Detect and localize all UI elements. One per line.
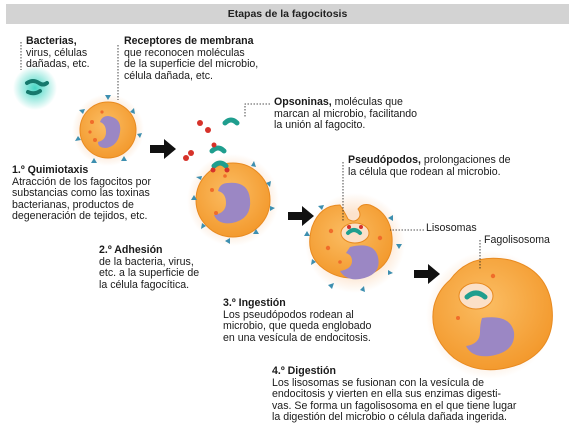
opsoninas-label: Opsoninas, moléculas que marcan al micro… — [274, 96, 418, 132]
step-4-line: endocitosis y vierten en ella sus enzima… — [272, 388, 502, 401]
pseudopodos-title: Pseudópodos, — [348, 154, 421, 166]
phagocyte-stage-2 — [187, 154, 279, 246]
step-1-line: Atracción de los fagocitos por — [12, 175, 151, 188]
phagocyte-stage-4 — [426, 251, 554, 379]
step-1-title: 1.º Quimiotaxis — [12, 164, 89, 176]
receptores-title: Receptores de membrana — [124, 35, 254, 47]
receptores-line: de la superficie del microbio, — [124, 58, 259, 71]
step-4-line: vas. Se forma un fagolisosoma en el que … — [272, 399, 517, 412]
pseudopodos-first: prolongaciones de — [420, 154, 511, 166]
phagocyte-stage-3 — [304, 193, 405, 293]
step-3-line: Los pseudópodos rodean al — [223, 308, 354, 321]
arrow-1 — [150, 139, 176, 159]
lisosomas-label: Lisosomas — [426, 222, 477, 234]
pseudopodos-line: la célula que rodean al microbio. — [348, 165, 501, 178]
step-3-text: 3.º Ingestión Los pseudópodos rodean al … — [223, 297, 372, 344]
step-2-title: 2.º Adhesión — [99, 244, 163, 256]
bacterias-line: virus, células — [26, 46, 88, 59]
step-4-title: 4.º Digestión — [272, 365, 336, 377]
arrow-2 — [288, 206, 314, 226]
step-2-text: 2.º Adhesión de la bacteria, virus, etc.… — [99, 244, 200, 291]
step-3-line: microbio, que queda englobado — [223, 320, 372, 333]
bacteria-cluster — [13, 66, 57, 110]
step-1-text: 1.º Quimiotaxis Atracción de los fagocit… — [12, 164, 151, 223]
step-1-line: substancias como las toxinas — [12, 187, 150, 200]
bacterias-line: dañadas, etc. — [26, 58, 90, 71]
receptores-line: célula dañada, etc. — [124, 69, 213, 82]
pointer-lines — [20, 42, 481, 270]
opsoninas-line: marcan al microbio, facilitando — [274, 107, 418, 120]
step-1-line: degeneración de tejidos, etc. — [12, 210, 148, 223]
step-2-line: de la bacteria, virus, — [99, 255, 194, 268]
bacterias-label: Bacterias, virus, células dañadas, etc. — [26, 35, 90, 71]
step-4-line: Los lisosomas se fusionan con la vesícul… — [272, 376, 484, 389]
step-3-line: en una vesícula de endocitosis. — [223, 331, 371, 344]
step-4-line: la digestión del microbio o célula dañad… — [272, 411, 507, 424]
opsoninas-title: Opsoninas, — [274, 96, 332, 108]
step-2-line: etc. a la superficie de — [99, 267, 200, 280]
fagolisosoma-label: Fagolisosoma — [484, 234, 550, 246]
arrow-3 — [414, 264, 440, 284]
pseudopodos-label: Pseudópodos, prolongaciones de la célula… — [348, 154, 511, 178]
opsoninas-first: moléculas que — [331, 96, 403, 108]
opsonin-bacteria-group — [183, 117, 240, 161]
opsoninas-line: la unión al fagocito. — [274, 119, 366, 132]
step-1-line: bacterianas, productos de — [12, 198, 134, 211]
receptores-label: Receptores de membrana que reconocen mol… — [124, 35, 259, 82]
phagocyte-stage-1 — [72, 94, 144, 166]
diagram-title: Etapas de la fagocitosis — [6, 4, 569, 24]
step-4-text: 4.º Digestión Los lisosomas se fusionan … — [272, 365, 517, 424]
step-3-title: 3.º Ingestión — [223, 297, 286, 309]
receptores-line: que reconocen moléculas — [124, 46, 245, 59]
step-2-line: la célula fagocítica. — [99, 278, 190, 291]
bacterias-title: Bacterias, — [26, 35, 77, 47]
